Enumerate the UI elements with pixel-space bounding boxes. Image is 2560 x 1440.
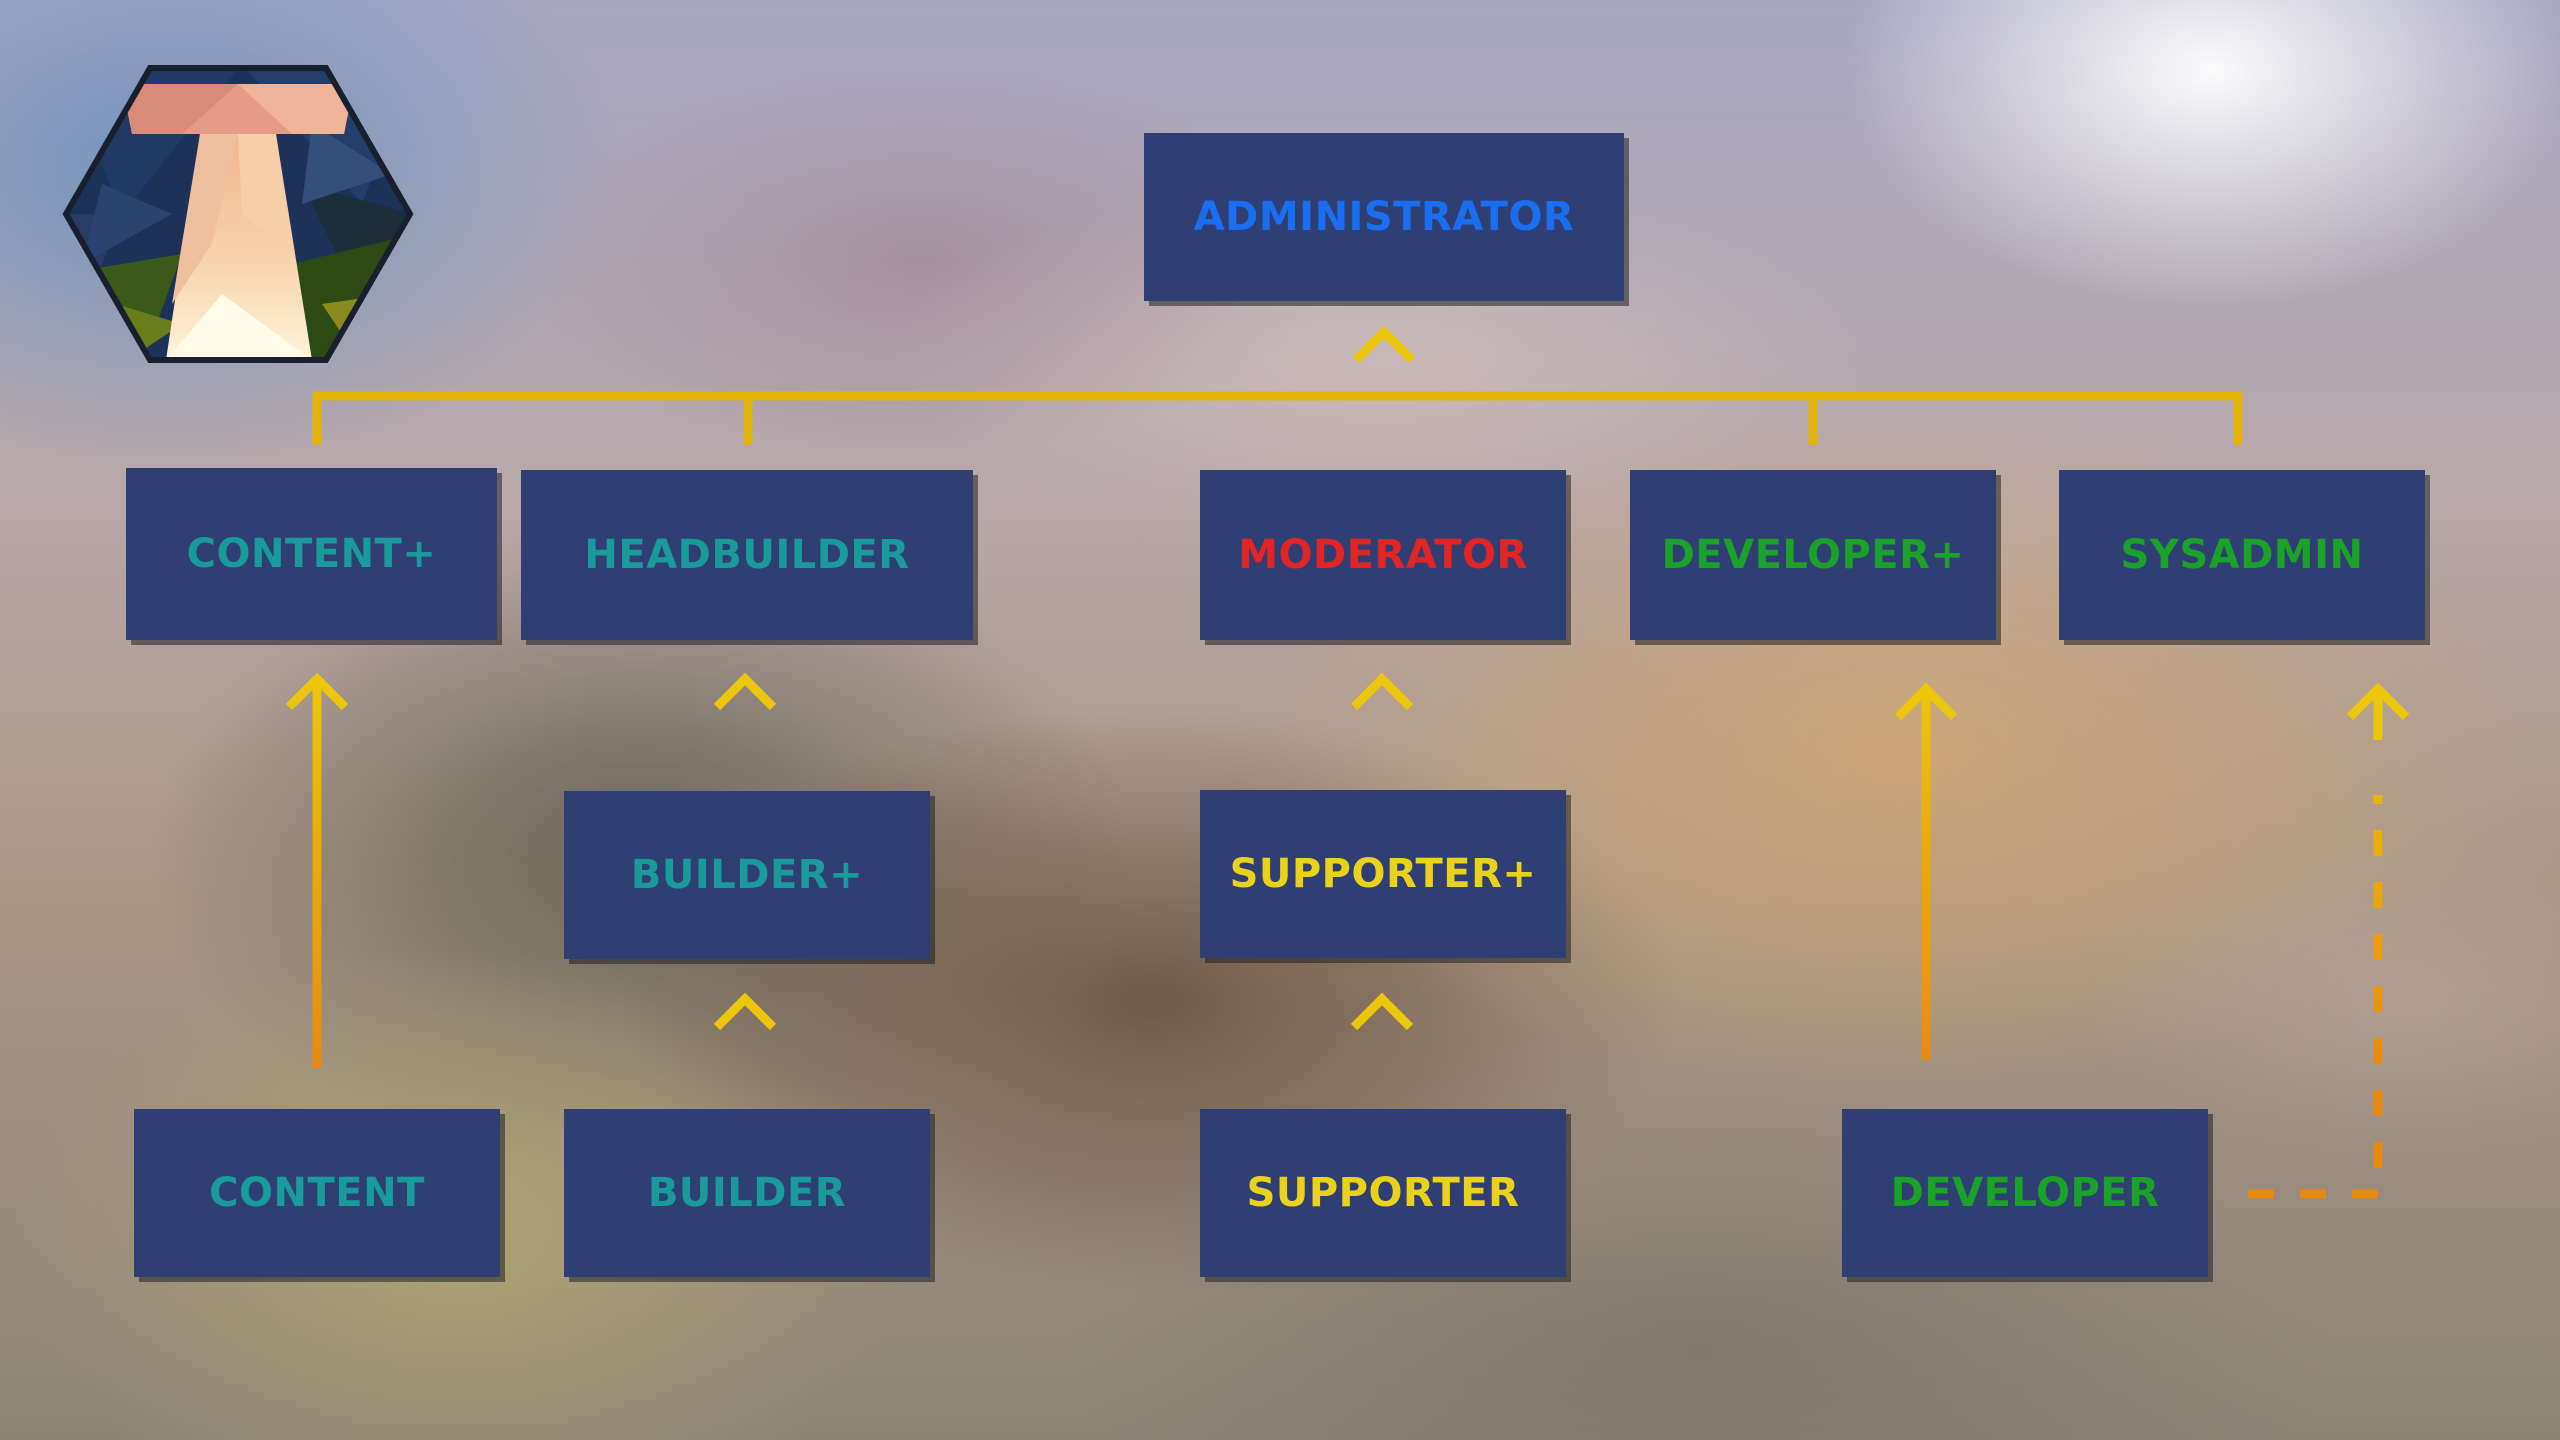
builder-box: BUILDER <box>564 1109 930 1277</box>
builder-plus-box: BUILDER+ <box>564 791 930 959</box>
arrow-up-icon <box>285 672 349 1068</box>
supporter-box: SUPPORTER <box>1200 1109 1566 1277</box>
supporter-plus-label: SUPPORTER+ <box>1229 851 1537 897</box>
arrow-up-icon <box>1350 672 1414 755</box>
developer-label: DEVELOPER <box>1890 1170 2160 1216</box>
administrator-label: ADMINISTRATOR <box>1193 194 1575 240</box>
administrator-box: ADMINISTRATOR <box>1144 133 1624 301</box>
moderator-box: MODERATOR <box>1200 470 1566 640</box>
content-plus-label: CONTENT+ <box>186 531 437 577</box>
sysadmin-label: SYSADMIN <box>2120 532 2364 578</box>
builder-plus-label: BUILDER+ <box>630 852 864 898</box>
content-plus-box: CONTENT+ <box>126 468 497 640</box>
dashed-arrow-up-icon <box>2248 682 2410 1199</box>
arrow-up-icon <box>1350 992 1414 1075</box>
headbuilder-label: HEADBUILDER <box>584 532 910 578</box>
builder-label: BUILDER <box>647 1170 847 1216</box>
supporter-plus-box: SUPPORTER+ <box>1200 790 1566 958</box>
content-box: CONTENT <box>134 1109 500 1277</box>
developer-box: DEVELOPER <box>1842 1109 2208 1277</box>
supporter-label: SUPPORTER <box>1246 1170 1520 1216</box>
arrow-up-icon <box>713 672 777 755</box>
arrow-up-icon <box>1352 325 1416 445</box>
moderator-label: MODERATOR <box>1238 532 1528 578</box>
content-label: CONTENT <box>209 1170 425 1216</box>
arrow-up-icon <box>713 992 777 1075</box>
developer-plus-label: DEVELOPER+ <box>1661 532 1965 578</box>
developer-plus-box: DEVELOPER+ <box>1630 470 1996 640</box>
hexagon-tower-logo-icon <box>62 65 414 363</box>
top-level-connector <box>312 391 2243 445</box>
arrow-up-icon <box>1894 682 1958 1060</box>
sysadmin-box: SYSADMIN <box>2059 470 2425 640</box>
headbuilder-box: HEADBUILDER <box>521 470 973 640</box>
